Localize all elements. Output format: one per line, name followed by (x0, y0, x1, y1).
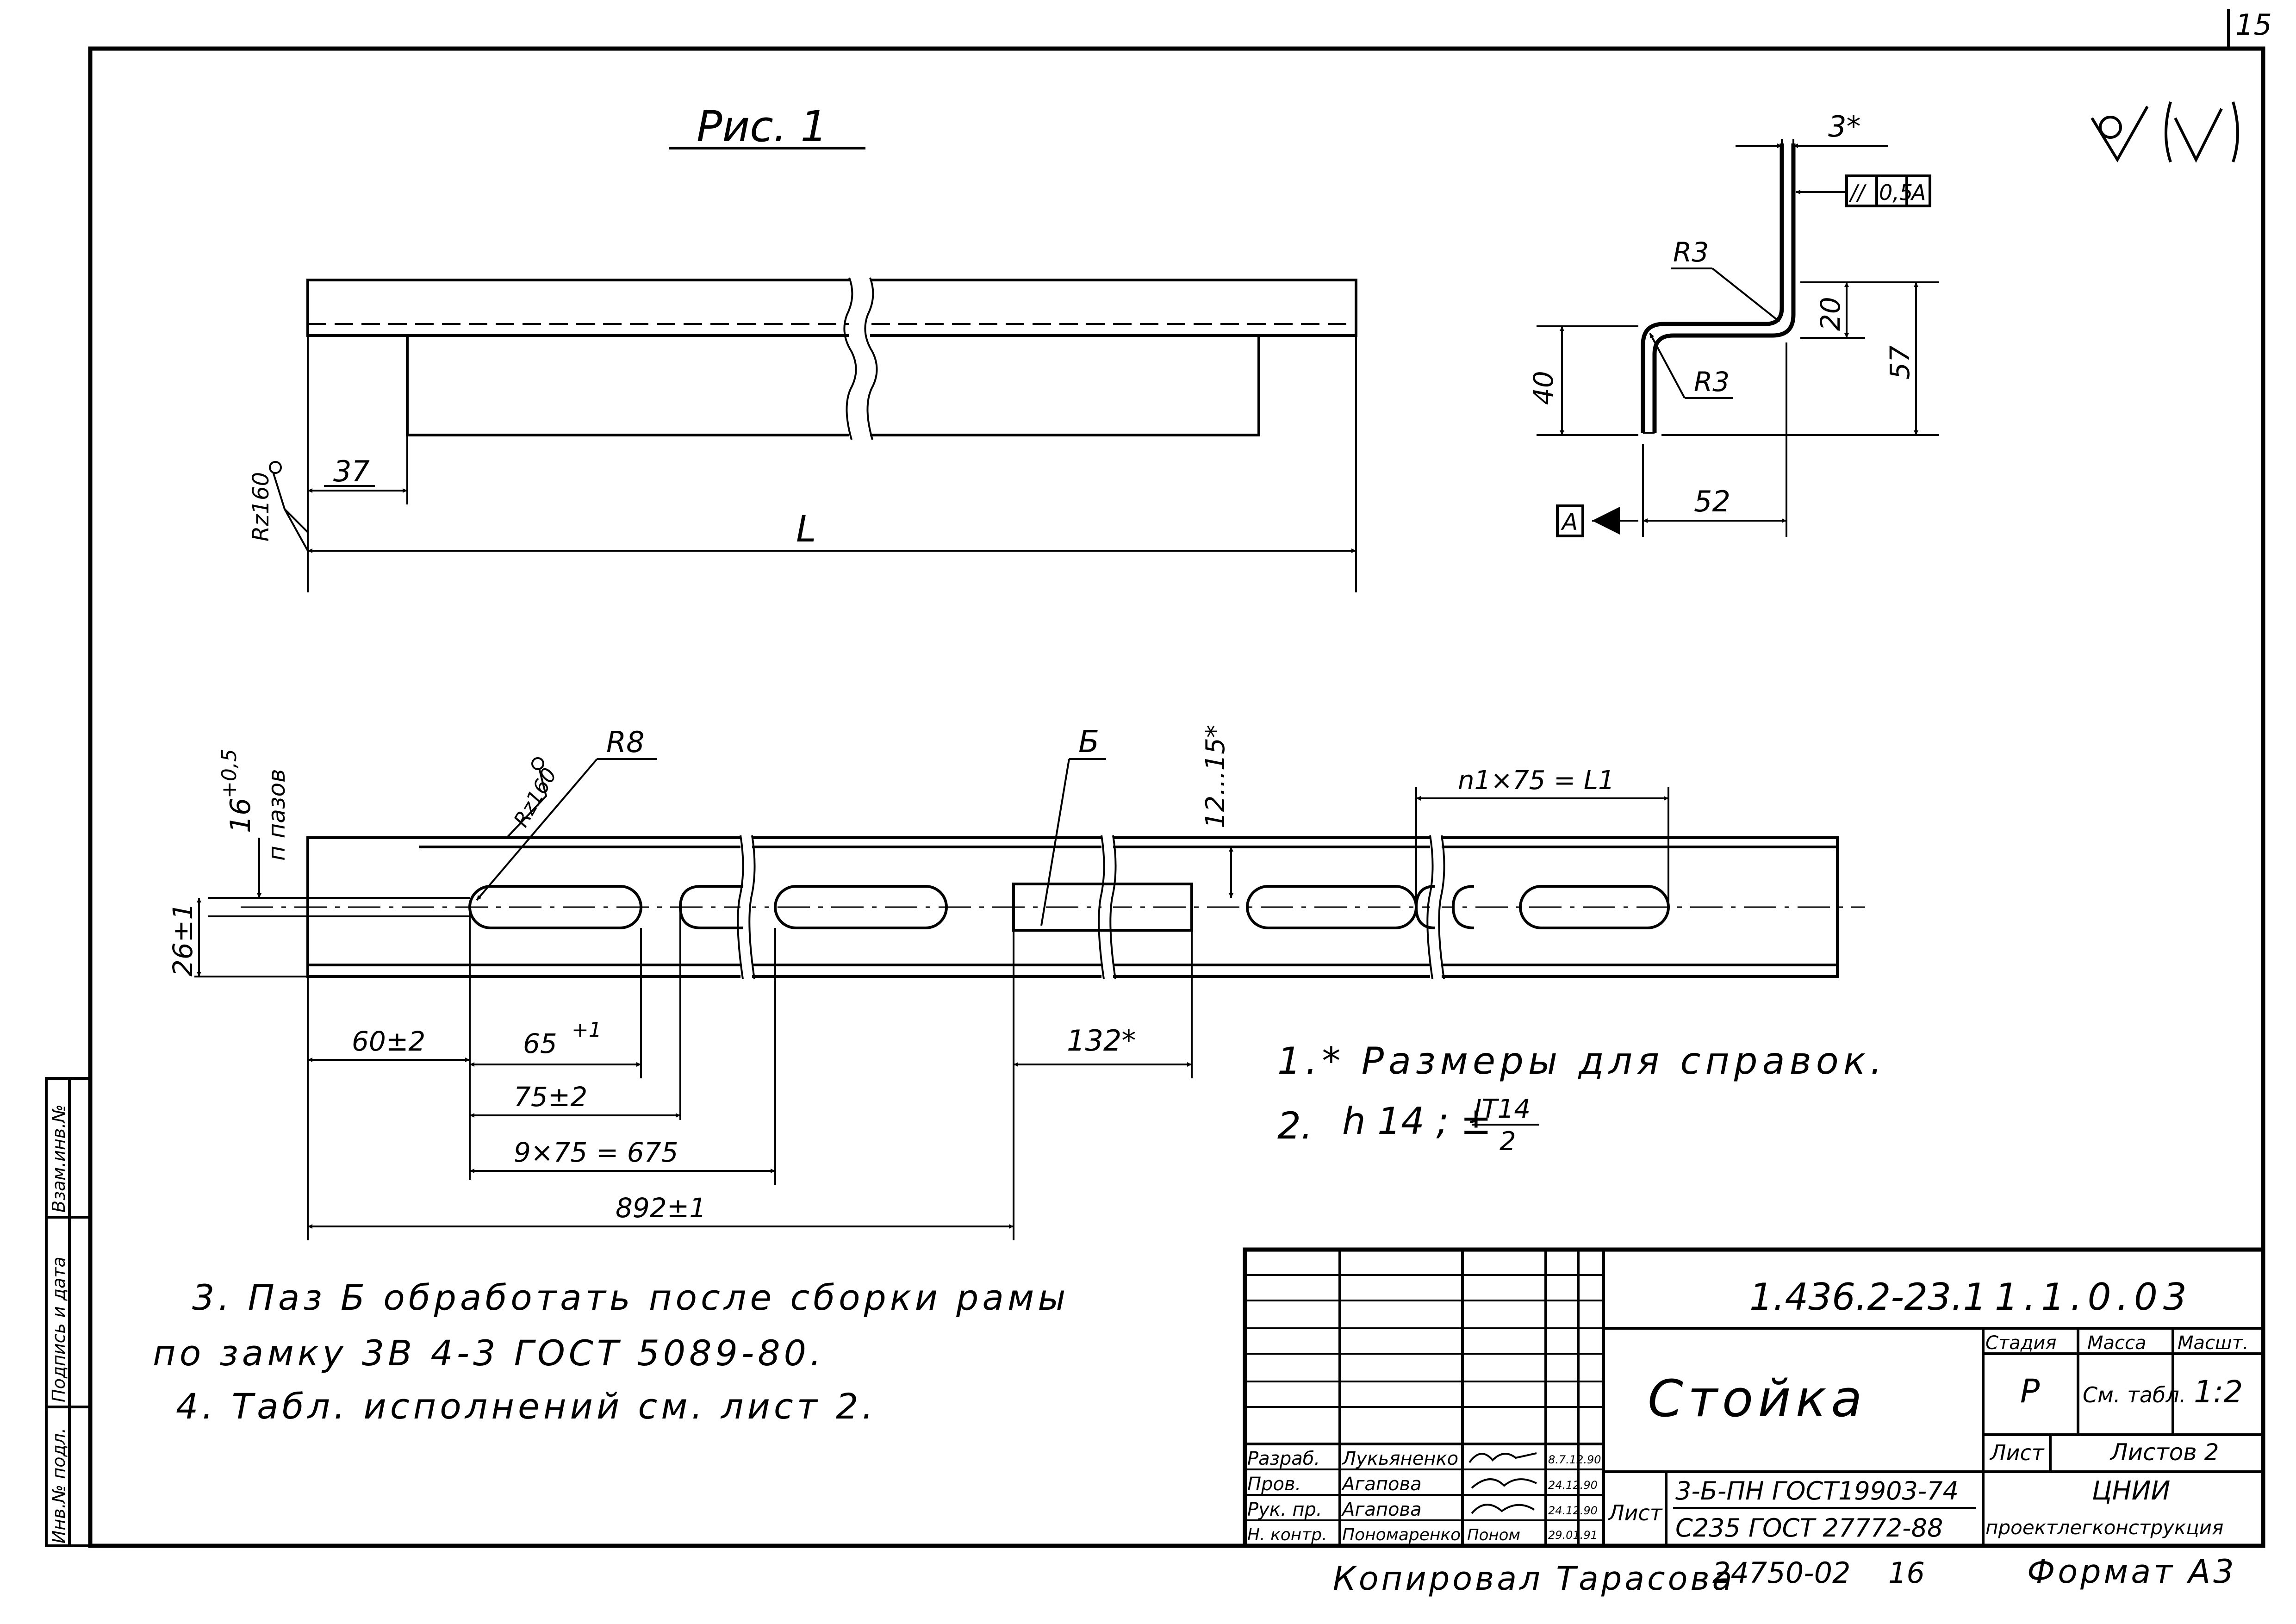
footer-format: Формат А3 (2027, 1553, 2237, 1591)
tb-role-3: Рук. пр. (1247, 1499, 1322, 1520)
tb-name-1: Лукьяненко (1341, 1448, 1458, 1469)
side-stamp-sign: Подпись и дата (49, 1257, 69, 1402)
dim-26: 26±1 (167, 903, 199, 977)
tb-material-line1: 3-Б-ПН ГОСТ19903-74 (1675, 1476, 1959, 1506)
plan-view (194, 757, 1865, 1240)
section-dim-3: 3* (1828, 110, 1860, 143)
section-view (1537, 139, 1939, 537)
dim-75: 75±2 (514, 1081, 587, 1113)
tb-org-line1: ЦНИИ (2092, 1476, 2170, 1506)
section-r3-top: R3 (1673, 236, 1709, 268)
side-dim-L: L (796, 509, 816, 550)
dim-65-tol: +1 (572, 1018, 602, 1042)
dim-65: 65 (523, 1028, 557, 1059)
tb-mass-header: Масса (2087, 1332, 2147, 1354)
title-block-grid (1243, 1247, 2265, 1548)
footer-number2: 16 (1888, 1556, 1925, 1590)
tb-designation: 1.436.2-23.1 (1749, 1276, 1986, 1319)
dim-16-tol: +0,5 (218, 749, 241, 798)
note-1: 1.* Размеры для справок. (1277, 1039, 1886, 1083)
tb-sheets-label: Листов 2 (2109, 1439, 2219, 1466)
tb-stage-header: Стадия (1985, 1332, 2056, 1354)
footer-number: 24750-02 (1712, 1556, 1851, 1590)
side-stamp-vzam: Взам.инв.№ (49, 1104, 69, 1213)
tb-name-4: Пономаренко (1342, 1525, 1461, 1544)
note-3-line2: по замку 3В 4-3 ГОСТ 5089-80. (153, 1332, 825, 1374)
dim-12-15: 12...15* (1201, 725, 1231, 828)
side-roughness: Rz160 (248, 472, 274, 541)
sheet-number: 15 (2235, 8, 2272, 42)
tb-stage: Р (2020, 1372, 2040, 1410)
tb-scale-header: Масшт. (2178, 1332, 2249, 1354)
tb-date-2: 24.12.90 (1548, 1479, 1598, 1492)
dim-r8: R8 (606, 725, 645, 759)
tolerance-symbol: // (1848, 180, 1867, 205)
note-2-denom: 2 (1500, 1126, 1516, 1157)
tolerance-value: 0,5 (1879, 180, 1913, 205)
figure-title: Рис. 1 (697, 102, 828, 151)
label-b: Б (1078, 724, 1099, 759)
dim-60: 60±2 (352, 1026, 425, 1057)
tb-name-3: Агапова (1341, 1499, 1422, 1520)
section-dim-20: 20 (1815, 297, 1846, 331)
section-r3-bottom: R3 (1694, 366, 1730, 398)
section-dim-57: 57 (1884, 345, 1916, 380)
dim-16: 16 (224, 798, 257, 833)
note-2-numer: JT14 (1469, 1094, 1531, 1124)
dim-n1: n1×75 = L1 (1458, 765, 1615, 796)
tb-scale: 1:2 (2194, 1374, 2243, 1410)
section-dim-52: 52 (1694, 485, 1730, 518)
dim-16-note: п пазов (263, 769, 290, 861)
note-3-line1: 3. Паз Б обработать после сборки рамы (192, 1277, 1069, 1318)
dim-132: 132* (1067, 1024, 1136, 1058)
plan-roughness: Rz160 (509, 764, 561, 831)
side-stamp-inv: Инв.№ подл. (49, 1428, 69, 1543)
tolerance-base: A (1910, 180, 1926, 205)
signatures (1468, 1452, 1537, 1514)
drawing-frame (88, 46, 2265, 1548)
tb-code: 1.1.0.03 (1995, 1276, 2192, 1319)
roughness-symbol (2091, 101, 2239, 163)
note-2-text: h 14 ; ± (1342, 1100, 1492, 1143)
tb-sign-4: Поном (1467, 1526, 1520, 1544)
footer-copied: Копировал Тарасова (1333, 1560, 1735, 1598)
tb-org-line2: проектлегконструкция (1985, 1516, 2223, 1539)
note-2-prefix: 2. (1277, 1104, 1313, 1147)
tb-material-line2: С235 ГОСТ 27772-88 (1675, 1513, 1943, 1543)
tb-role-1: Разраб. (1247, 1448, 1320, 1469)
tb-mass: См. табл. (2083, 1382, 2186, 1407)
dim-9x75: 9×75 = 675 (514, 1137, 678, 1168)
tb-date-3: 24.12.90 (1548, 1504, 1598, 1517)
side-view (269, 275, 1357, 592)
note-4: 4. Табл. исполнений см. лист 2. (176, 1386, 877, 1427)
tb-name-2: Агапова (1341, 1474, 1422, 1495)
datum-a: A (1561, 509, 1578, 535)
tb-role-4: Н. контр. (1247, 1525, 1327, 1544)
tb-sheet-label: Лист (1989, 1440, 2045, 1465)
tb-date-1: 8.7.12.90 (1548, 1453, 1601, 1466)
section-dim-40: 40 (1528, 371, 1559, 405)
tb-name: Стойка (1648, 1369, 1867, 1428)
tb-list-label: Лист (1607, 1500, 1663, 1525)
tb-date-4: 29.01.91 (1548, 1529, 1598, 1542)
side-dim-37: 37 (333, 454, 370, 488)
dim-892: 892±1 (616, 1192, 706, 1224)
side-stamp (45, 1077, 92, 1547)
tb-role-2: Пров. (1247, 1474, 1301, 1495)
